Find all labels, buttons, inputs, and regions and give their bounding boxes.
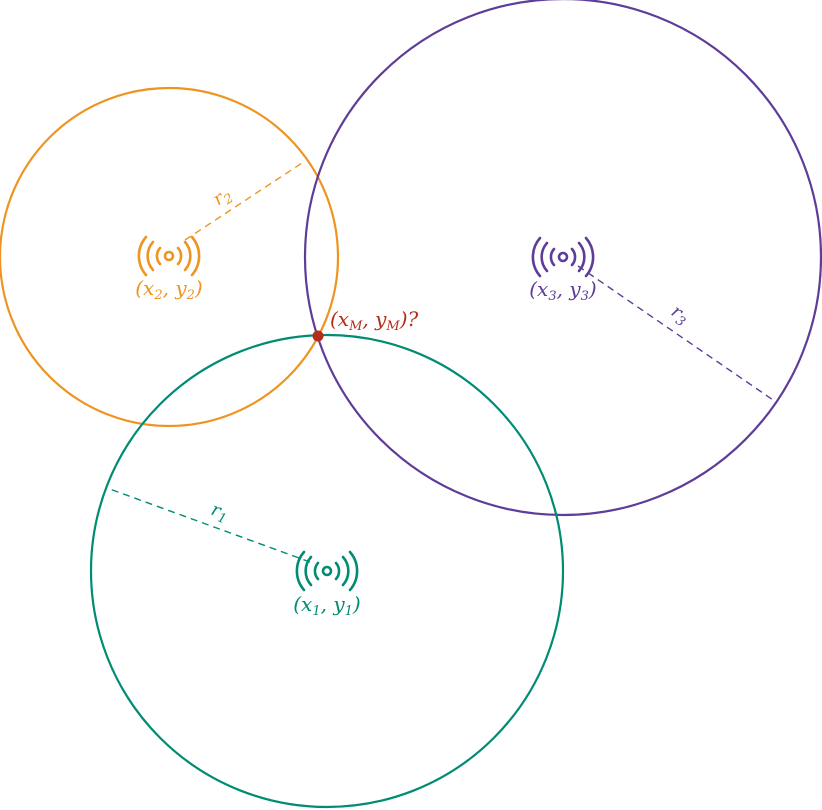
radio-transmitter-icon bbox=[137, 235, 201, 277]
radio-transmitter-icon bbox=[295, 550, 359, 592]
station-1-radius-label: r1 bbox=[207, 499, 231, 527]
station-3-label: (x3, y3) bbox=[529, 277, 596, 304]
station-1-range-circle bbox=[89, 333, 565, 809]
svg-text:r1: r1 bbox=[207, 499, 231, 527]
station-3-radius-label: r3 bbox=[665, 301, 693, 330]
radio-transmitter-icon bbox=[531, 236, 595, 278]
station-1-label: (x1, y1) bbox=[293, 592, 360, 619]
station-2-radius-label: r2 bbox=[209, 183, 236, 212]
station-2-label: (x2, y2) bbox=[135, 276, 202, 303]
svg-text:r2: r2 bbox=[209, 183, 236, 212]
station-1-radius-line bbox=[106, 487, 311, 563]
target-point bbox=[312, 330, 324, 342]
station-2-range-circle bbox=[0, 86, 340, 428]
station-3-range-circle bbox=[303, 0, 822, 517]
svg-text:r3: r3 bbox=[665, 301, 693, 330]
target-label: (xM, yM)? bbox=[330, 307, 419, 334]
station-2-radius-line bbox=[184, 162, 303, 241]
station-3-radius-line bbox=[577, 265, 777, 403]
